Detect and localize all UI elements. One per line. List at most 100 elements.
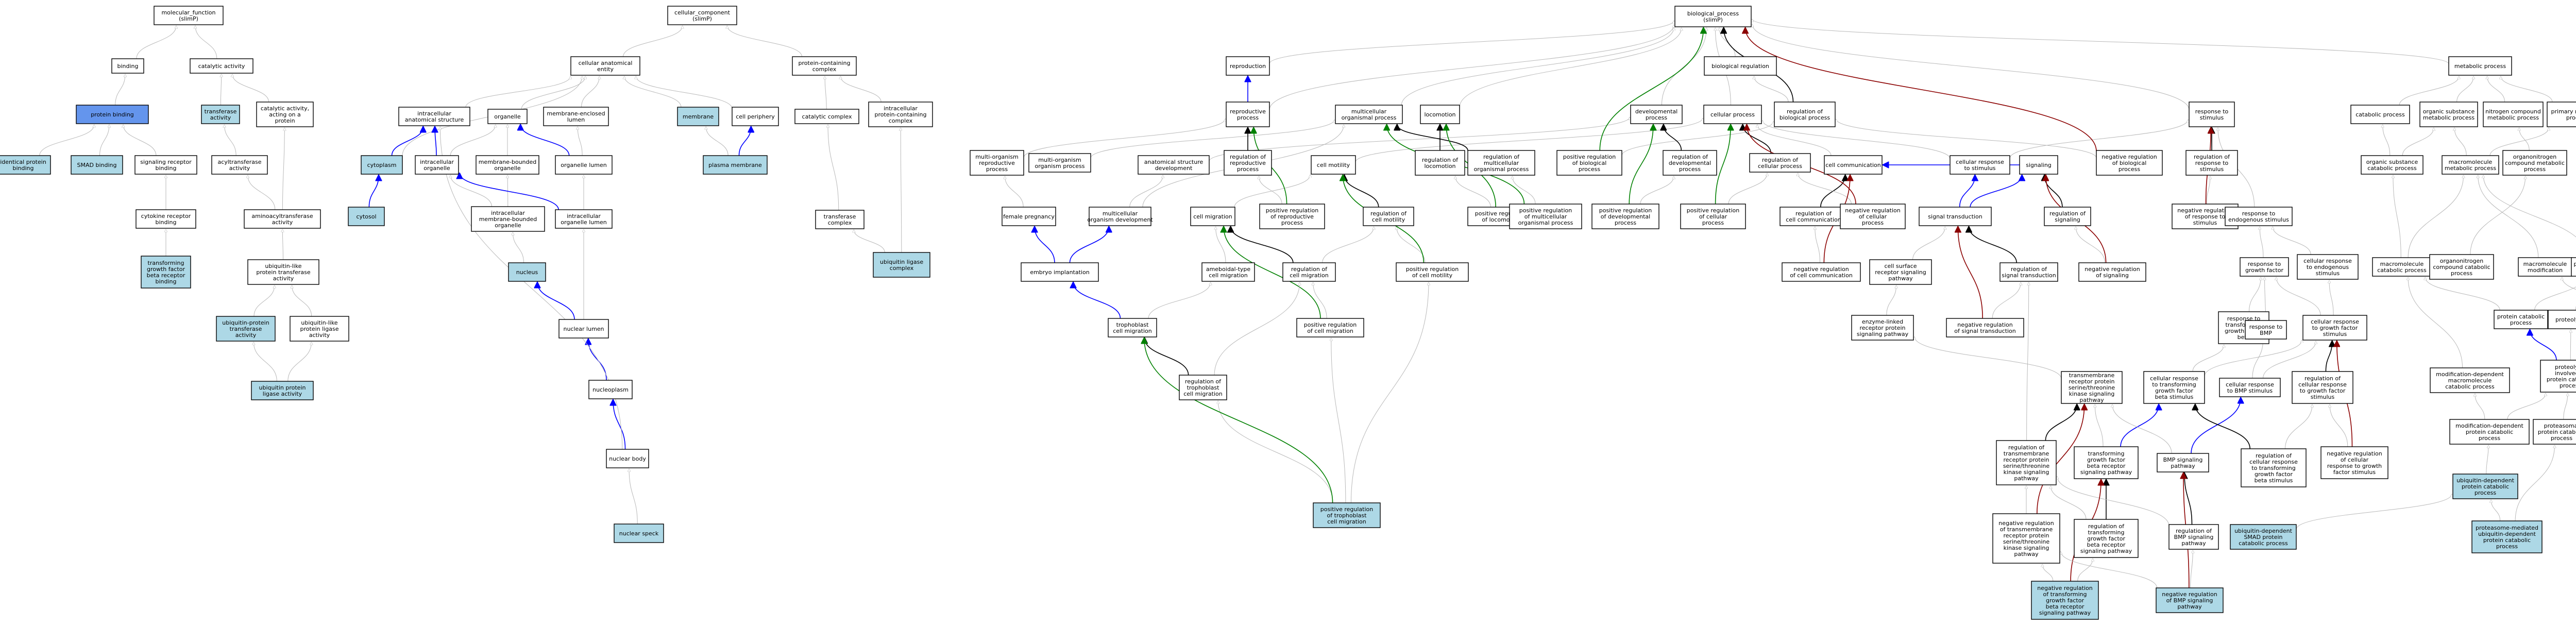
term-node-cellmig[interactable]: cell migration [1190, 207, 1235, 226]
term-node-bp[interactable]: biological_process(slimP) [1674, 6, 1752, 27]
term-node-protbind[interactable]: protein binding [76, 105, 149, 124]
term-node-nucleus[interactable]: nucleus [508, 262, 546, 282]
term-node-nuclumen[interactable]: nuclear lumen [558, 319, 609, 339]
term-node-nucspeck[interactable]: nuclear speck [614, 523, 664, 543]
term-node-embimpl[interactable]: embryo implantation [1021, 262, 1099, 282]
term-node-nucleoplasm[interactable]: nucleoplasm [588, 380, 633, 399]
term-node-metproc[interactable]: metabolic process [2448, 56, 2512, 76]
term-node-organelle[interactable]: organelle [487, 109, 528, 124]
term-node-orglumen[interactable]: organelle lumen [555, 155, 613, 175]
term-node-cc[interactable]: cellular_component(slimP) [667, 6, 737, 25]
term-node-bioreg[interactable]: biological regulation [1704, 56, 1777, 76]
term-node-smad[interactable]: SMAD binding [71, 155, 123, 175]
term-node-mf[interactable]: molecular_function(slimP) [154, 6, 224, 25]
term-node-catcomplex[interactable]: catalytic complex [794, 109, 859, 124]
term-node-cellcomm[interactable]: cell communication [1824, 155, 1883, 175]
term-node-locomotion[interactable]: locomotion [1420, 105, 1460, 124]
term-node-cytoplasm[interactable]: cytoplasm [361, 155, 403, 175]
term-node-membrane[interactable]: membrane [677, 107, 719, 126]
term-node-cellproc[interactable]: cellular process [1703, 105, 1762, 124]
term-node-binding[interactable]: binding [111, 58, 144, 74]
term-node-femalepreg[interactable]: female pregnancy [1002, 207, 1056, 226]
term-node-sigtrans[interactable]: signal transduction [1919, 207, 1992, 226]
term-node-reproduction[interactable]: reproduction [1226, 56, 1270, 76]
term-node-catproc[interactable]: catabolic process [2350, 105, 2410, 124]
term-node-proteolysis[interactable]: proteolysis [2548, 310, 2576, 329]
